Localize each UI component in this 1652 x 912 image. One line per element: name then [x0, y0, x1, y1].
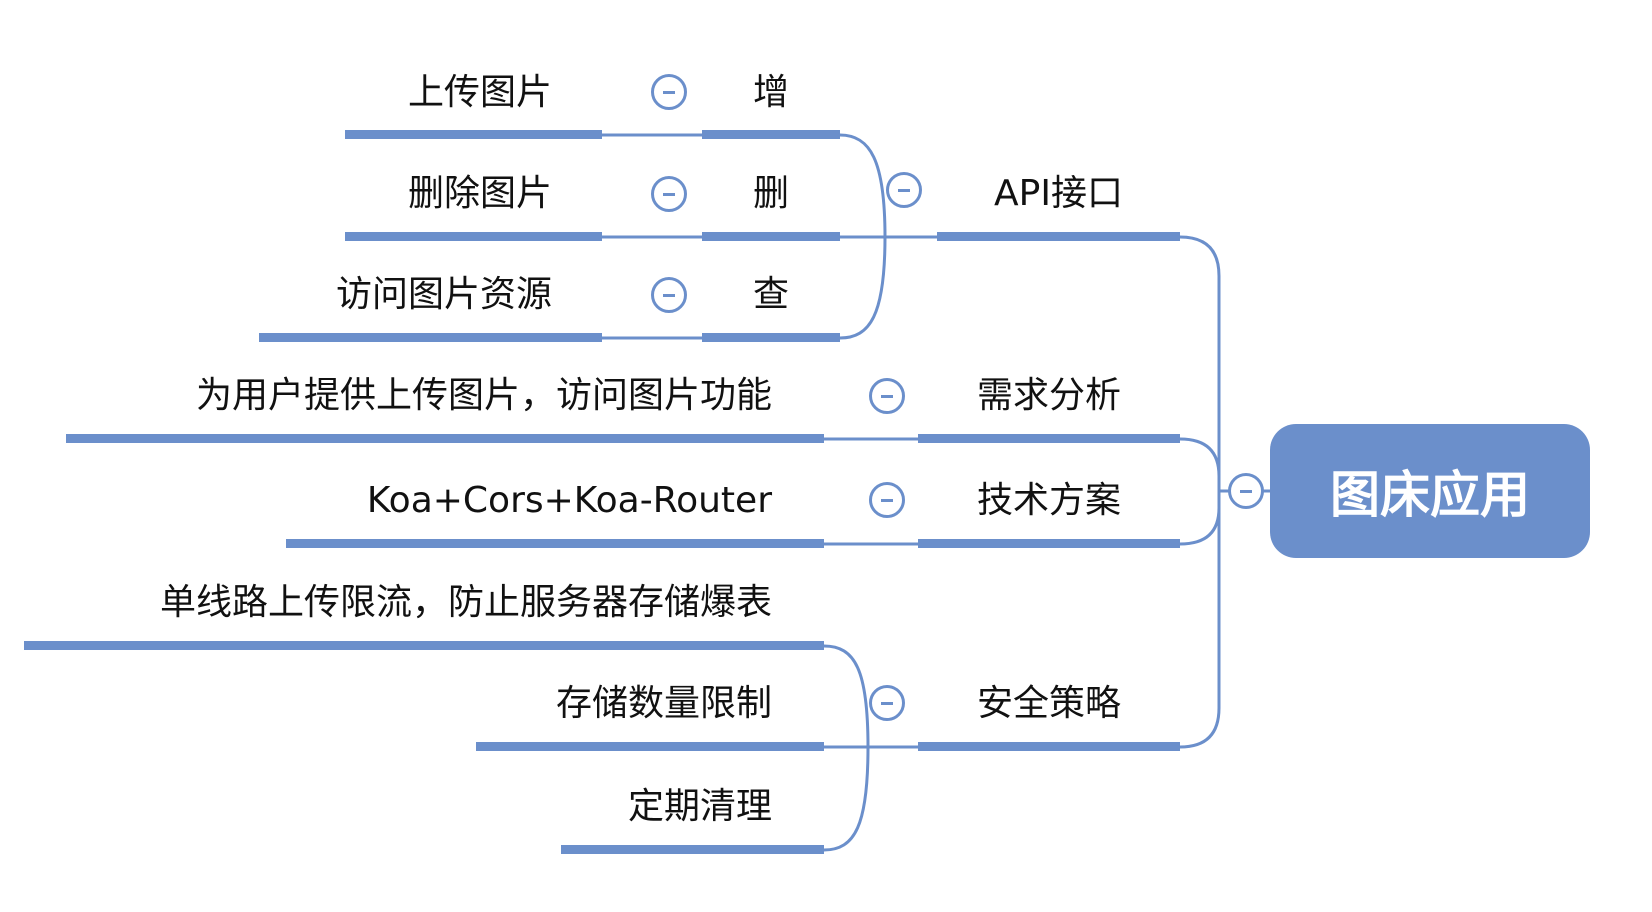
- minus-circle-icon[interactable]: [869, 378, 905, 414]
- minus-circle-icon[interactable]: [651, 176, 687, 212]
- leaf-label-upload[interactable]: 上传图片: [407, 72, 552, 113]
- branch-underline-security: [918, 742, 1180, 751]
- leaf-underline-ratelimit: [24, 641, 824, 650]
- minus-circle-icon[interactable]: [651, 277, 687, 313]
- leaf-label-access[interactable]: 访问图片资源: [335, 274, 552, 315]
- leaf-label-storage-limit[interactable]: 存储数量限制: [555, 683, 772, 724]
- node-label-zeng[interactable]: 增: [752, 72, 789, 113]
- branch-link-xuqiu: [1178, 437, 1221, 478]
- api-curve-bot: [838, 235, 887, 340]
- leaf-underline-delete: [345, 232, 602, 241]
- leaf-label-ratelimit[interactable]: 单线路上传限流，防止服务器存储爆表: [159, 582, 772, 623]
- branch-link-jishu: [1178, 506, 1221, 546]
- branch-underline-tech: [918, 539, 1180, 548]
- root-label: 图床应用: [1330, 466, 1530, 524]
- node-underline-shan: [702, 232, 840, 241]
- leaf-label-requirements[interactable]: 为用户提供上传图片，访问图片功能: [195, 375, 772, 416]
- trunk-line: [1178, 235, 1221, 749]
- branch-label-requirements[interactable]: 需求分析: [976, 375, 1121, 416]
- minus-circle-icon[interactable]: [651, 74, 687, 110]
- sec-curve-bot: [822, 745, 870, 852]
- minus-circle-icon[interactable]: [1228, 473, 1264, 509]
- minus-circle-icon[interactable]: [869, 685, 905, 721]
- branch-underline-requirements: [918, 434, 1180, 443]
- leaf-label-tech[interactable]: Koa+Cors+Koa-Router: [366, 480, 772, 521]
- node-underline-zeng: [702, 130, 840, 139]
- leaf-label-cleanup[interactable]: 定期清理: [627, 786, 772, 827]
- node-underline-cha: [702, 333, 840, 342]
- leaf-underline-access: [259, 333, 602, 342]
- minus-circle-icon[interactable]: [869, 482, 905, 518]
- root-node[interactable]: 图床应用: [1270, 424, 1590, 558]
- branch-underline-api: [937, 232, 1180, 241]
- leaf-underline-storage-limit: [476, 742, 824, 751]
- node-label-shan[interactable]: 删: [752, 173, 789, 214]
- leaf-underline-requirements: [66, 434, 824, 443]
- leaf-underline-tech: [286, 539, 824, 548]
- leaf-underline-cleanup: [561, 845, 824, 854]
- branch-label-api[interactable]: API接口: [994, 173, 1123, 214]
- branch-label-tech[interactable]: 技术方案: [976, 480, 1121, 521]
- minus-circle-icon[interactable]: [886, 172, 922, 208]
- leaf-underline-upload: [345, 130, 602, 139]
- node-label-cha[interactable]: 查: [752, 274, 789, 315]
- branch-label-security[interactable]: 安全策略: [976, 683, 1121, 724]
- sec-curve-top: [822, 644, 870, 749]
- leaf-label-delete[interactable]: 删除图片: [407, 173, 552, 214]
- api-curve-top: [838, 133, 887, 239]
